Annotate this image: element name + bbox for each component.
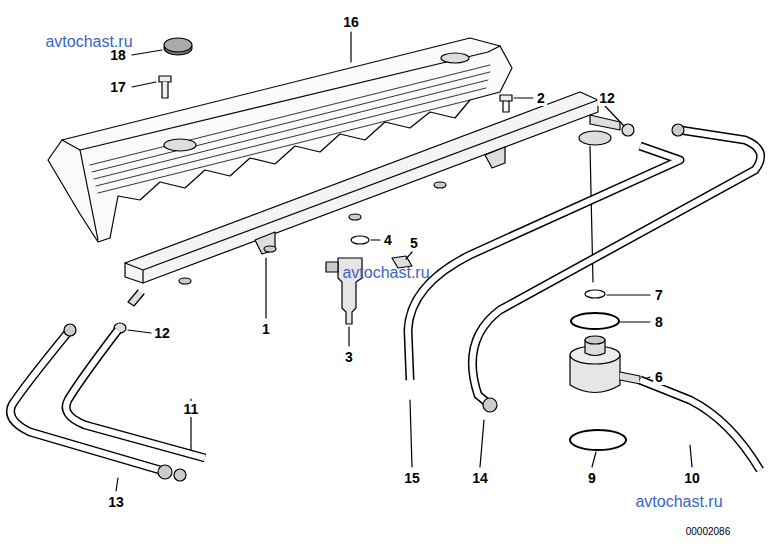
callout-number: 11 bbox=[182, 401, 201, 417]
callout-number: 10 bbox=[682, 470, 702, 486]
callout-number: 18 bbox=[108, 47, 128, 63]
callout-number: 5 bbox=[408, 235, 420, 251]
callout-number: 17 bbox=[108, 79, 128, 95]
callout-number: 8 bbox=[653, 314, 665, 330]
callout-number: 1 bbox=[260, 321, 272, 337]
callout-number: 6 bbox=[653, 369, 665, 385]
callout-number: 4 bbox=[382, 232, 394, 248]
callout-number: 13 bbox=[106, 494, 126, 510]
watermark: avtochast.ru bbox=[633, 493, 724, 511]
drawing-number: 00002086 bbox=[684, 526, 733, 538]
callout-number: 14 bbox=[470, 470, 490, 486]
watermark: avtochast.ru bbox=[340, 264, 431, 282]
callout-number: 12 bbox=[597, 90, 617, 106]
callout-number: 2 bbox=[535, 90, 547, 106]
callout-number: 9 bbox=[586, 470, 598, 486]
callout-number: 3 bbox=[343, 349, 355, 365]
callout-number: 12 bbox=[152, 325, 172, 341]
callout-number: 16 bbox=[341, 14, 361, 30]
callout-number: 15 bbox=[402, 470, 422, 486]
callout-number: 7 bbox=[653, 287, 665, 303]
